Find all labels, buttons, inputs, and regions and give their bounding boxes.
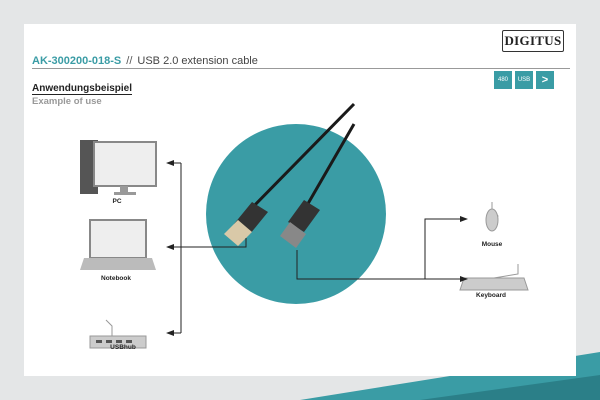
title-divider <box>32 68 570 69</box>
notebook-icon <box>80 219 156 270</box>
label-usbhub: USBhub <box>110 344 136 351</box>
product-code: AK-300200-018-S <box>32 55 122 67</box>
mouse-icon <box>485 202 499 232</box>
usage-diagram <box>80 102 529 349</box>
product-title: AK-300200-018-S // USB 2.0 extension cable <box>32 55 258 67</box>
section-heading: Anwendungsbeispiel <box>32 83 133 95</box>
label-pc: PC <box>112 198 122 205</box>
plug-and-play-icon: > <box>536 71 554 89</box>
usb-icon: USB <box>515 71 533 89</box>
section-subheading: Example of use <box>32 96 102 107</box>
arrowheads <box>166 160 468 336</box>
label-notebook: Notebook <box>101 275 131 282</box>
title-separator: // <box>126 55 133 67</box>
label-keyboard: Keyboard <box>476 292 506 299</box>
digitus-logo: DIGITUS <box>502 30 564 52</box>
480-mbits-icon: 480 <box>494 71 512 89</box>
product-name: USB 2.0 extension cable <box>137 55 258 67</box>
label-mouse: Mouse <box>481 241 503 248</box>
feature-badges: 480 USB > <box>494 71 554 89</box>
pc-icon <box>80 140 157 195</box>
usb-cable-image <box>224 102 356 248</box>
keyboard-icon <box>459 264 529 291</box>
connection-lines <box>172 162 462 334</box>
product-card: DIGITUS AK-300200-018-S // USB 2.0 extensi… <box>24 24 576 376</box>
usb-hub-icon <box>89 319 147 349</box>
